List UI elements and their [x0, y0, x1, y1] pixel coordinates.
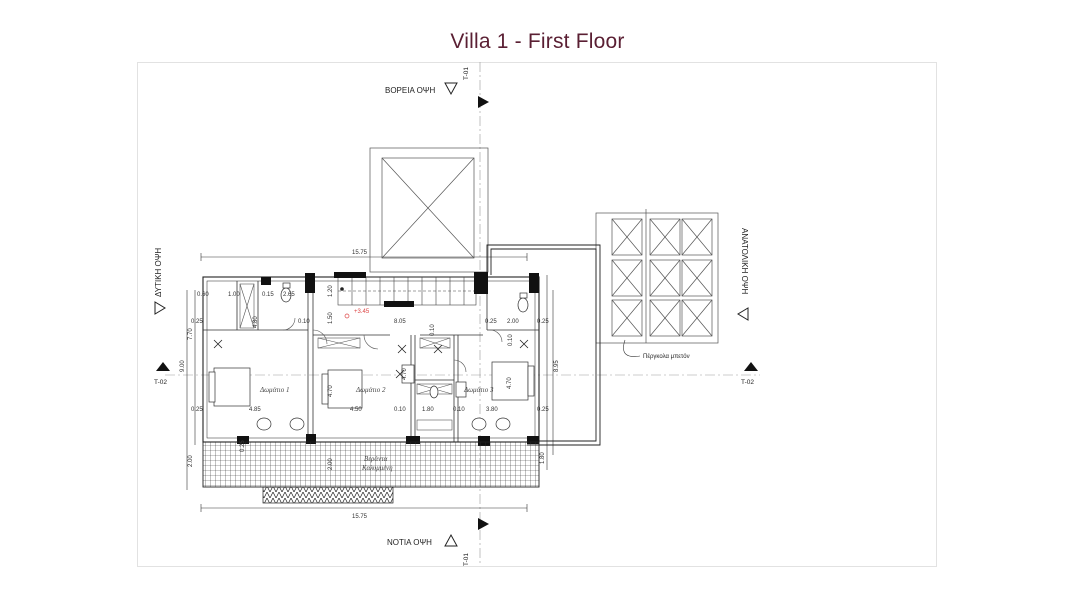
room-1-label: Δωμάτιο 1 — [259, 386, 289, 394]
east-elevation-label: ΑΝΑΤΟΛΙΚΗ ΟΨΗ — [740, 228, 749, 294]
t01-bottom-arrow — [478, 518, 489, 530]
dim-4-70-c: 4.70 — [402, 368, 408, 380]
dim-3-80: 3.80 — [486, 407, 498, 413]
dim-0-25-a: 0.25 — [191, 319, 203, 325]
level-mark-text: +3.45 — [354, 309, 370, 315]
t02-right-arrow — [744, 362, 758, 371]
section-t01-top-label: T-01 — [463, 67, 470, 80]
dim-1-20: 1.20 — [328, 285, 334, 297]
dim-2-00-c: 2.00 — [328, 458, 334, 470]
room-2-label: Δωμάτιο 2 — [355, 386, 386, 394]
dim-0-25-d: 0.25 — [537, 319, 549, 325]
dim-0-10-d: 0.10 — [430, 324, 436, 336]
south-elevation-label: ΝΟΤΙΑ ΟΨΗ — [387, 538, 432, 547]
dim-0-10-e: 0.10 — [508, 334, 514, 346]
pergola — [595, 209, 719, 344]
dim-1-80: 1.80 — [422, 407, 434, 413]
section-t01-bottom-label: T-01 — [463, 553, 470, 566]
dim-4-70-a: 4.70 — [328, 385, 334, 397]
east-elevation-icon — [737, 307, 749, 321]
dim-0-60: 0.60 — [197, 292, 209, 298]
dim-4-80: 4.80 — [253, 316, 259, 328]
stair-void — [369, 147, 489, 273]
dim-1-50: 1.50 — [328, 312, 334, 324]
door-swings — [282, 317, 503, 373]
level-marker: +3.45 — [340, 287, 370, 319]
west-elevation-icon — [154, 301, 166, 315]
dim-2-00-a: 2.00 — [507, 319, 519, 325]
room-3-label: Δωμάτιο 3 — [463, 386, 494, 394]
covered-veranda — [202, 441, 540, 504]
elevation-markers — [154, 82, 749, 547]
dim-2-00-b: 2.00 — [188, 455, 194, 467]
north-elevation-icon — [444, 82, 458, 96]
columns — [237, 272, 539, 446]
bathroom-fixtures — [256, 282, 529, 431]
veranda-label-line2: Καλυμμένη — [361, 464, 393, 472]
dim-0-10-c: 0.10 — [453, 407, 465, 413]
south-elevation-icon — [444, 533, 458, 547]
building-walls — [202, 276, 540, 443]
dim-1-00: 1.00 — [228, 292, 240, 298]
section-t02-left-label: T-02 — [154, 379, 167, 386]
dim-4-70-b: 4.70 — [507, 377, 513, 389]
dim-8-05: 8.05 — [394, 319, 406, 325]
west-elevation-label: ΔΥΤΙΚΗ ΟΨΗ — [154, 248, 163, 297]
dim-top-overall: 15.75 — [352, 250, 368, 256]
dim-0-25-b: 0.25 — [191, 407, 203, 413]
pergola-leader — [623, 339, 641, 357]
veranda-label-line1: Βεράντα — [364, 455, 388, 463]
t01-top-arrow — [478, 96, 489, 108]
ceiling-lights — [213, 339, 529, 379]
dim-0-15: 0.15 — [262, 292, 274, 298]
section-t02-right-label: T-02 — [741, 379, 754, 386]
dim-0-25-e: 0.25 — [537, 407, 549, 413]
interior-partitions — [203, 277, 539, 442]
dim-0-25-c: 0.25 — [485, 319, 497, 325]
dim-2-65: 2.65 — [283, 292, 295, 298]
dim-9-00: 9.00 — [180, 360, 186, 372]
pergola-beam — [486, 244, 601, 446]
dim-0-10-b: 0.10 — [394, 407, 406, 413]
dim-4-50: 4.50 — [350, 407, 362, 413]
dim-4-85: 4.85 — [249, 407, 261, 413]
dim-0-25-f: 0.25 — [240, 440, 246, 452]
t02-left-arrow — [156, 362, 170, 371]
dim-8-95: 8.95 — [554, 360, 560, 372]
beds — [208, 361, 535, 409]
dim-1-80-b: 1.80 — [540, 452, 546, 464]
dim-0-10-a: 0.10 — [298, 319, 310, 325]
dim-7-70: 7.70 — [188, 328, 194, 340]
pergola-note: Πέργκολα μπετόν — [643, 353, 690, 360]
north-elevation-label: ΒΟΡΕΙΑ ΟΨΗ — [385, 86, 435, 95]
page-title: Villa 1 - First Floor — [450, 30, 625, 53]
drawing-frame — [137, 62, 937, 567]
section-arrows — [156, 96, 758, 530]
dim-bottom-overall: 15.75 — [352, 514, 368, 520]
dimension-texts: 15.75 15.75 0.60 1.00 0.15 2.65 1.20 1.5… — [180, 250, 560, 520]
